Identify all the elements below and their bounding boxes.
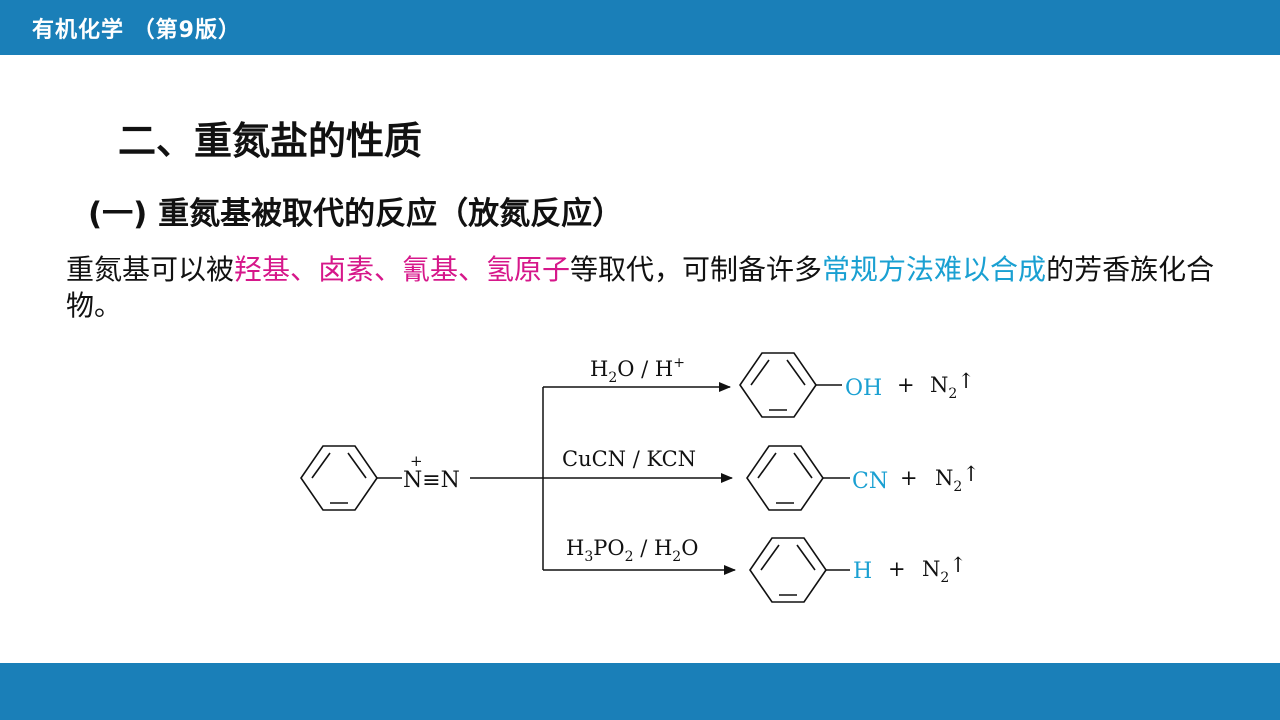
paragraph-text: 重氮基可以被 xyxy=(66,253,235,286)
product-group-hydroxyl: OH xyxy=(845,376,882,401)
highlight-groups: 羟基、卤素、氰基、氢原子 xyxy=(234,253,571,286)
nitrogen-gas: N2↑ xyxy=(935,462,980,495)
highlight-difficult: 常规方法难以合成 xyxy=(822,253,1047,286)
benzene-ring-nitrile xyxy=(746,445,850,511)
header-title: 有机化学 （第9版） xyxy=(32,18,241,43)
plus-sign: + xyxy=(888,557,906,581)
reagent-hydrolysis: H2O / H+ xyxy=(590,355,685,386)
body-paragraph: 重氮基可以被羟基、卤素、氰基、氢原子等取代，可制备许多常规方法难以合成的芳香族化… xyxy=(66,252,1236,324)
nitrogen-gas: N2↑ xyxy=(922,553,967,586)
paragraph-text: 的芳香族化合物。 xyxy=(66,253,1215,322)
benzene-ring-benzene xyxy=(749,537,850,603)
footer-bar xyxy=(0,663,1280,720)
subsection-heading: (一) 重氮基被取代的反应（放氮反应） xyxy=(88,196,624,232)
plus-sign: + xyxy=(897,373,915,397)
reagent-cyanation: CuCN / KCN xyxy=(562,447,696,471)
paragraph-text: 等取代，可制备许多 xyxy=(570,253,823,286)
product-group-cyano: CN xyxy=(852,469,888,494)
product-group-hydrogen: H xyxy=(853,559,872,584)
header-bar: 有机化学 （第9版） xyxy=(0,0,1280,55)
nitrogen-gas: N2↑ xyxy=(930,369,975,402)
reagent-reduction: H3PO2 / H2O xyxy=(566,536,698,565)
section-heading: 二、重氮盐的性质 xyxy=(118,119,423,163)
diazonium-charge: + xyxy=(410,452,423,470)
diazonium-group: N≡N xyxy=(403,468,460,493)
reaction-arrows xyxy=(470,382,736,575)
benzene-ring-phenol xyxy=(739,352,842,418)
plus-sign: + xyxy=(900,466,918,490)
benzene-ring-reactant xyxy=(300,445,402,511)
